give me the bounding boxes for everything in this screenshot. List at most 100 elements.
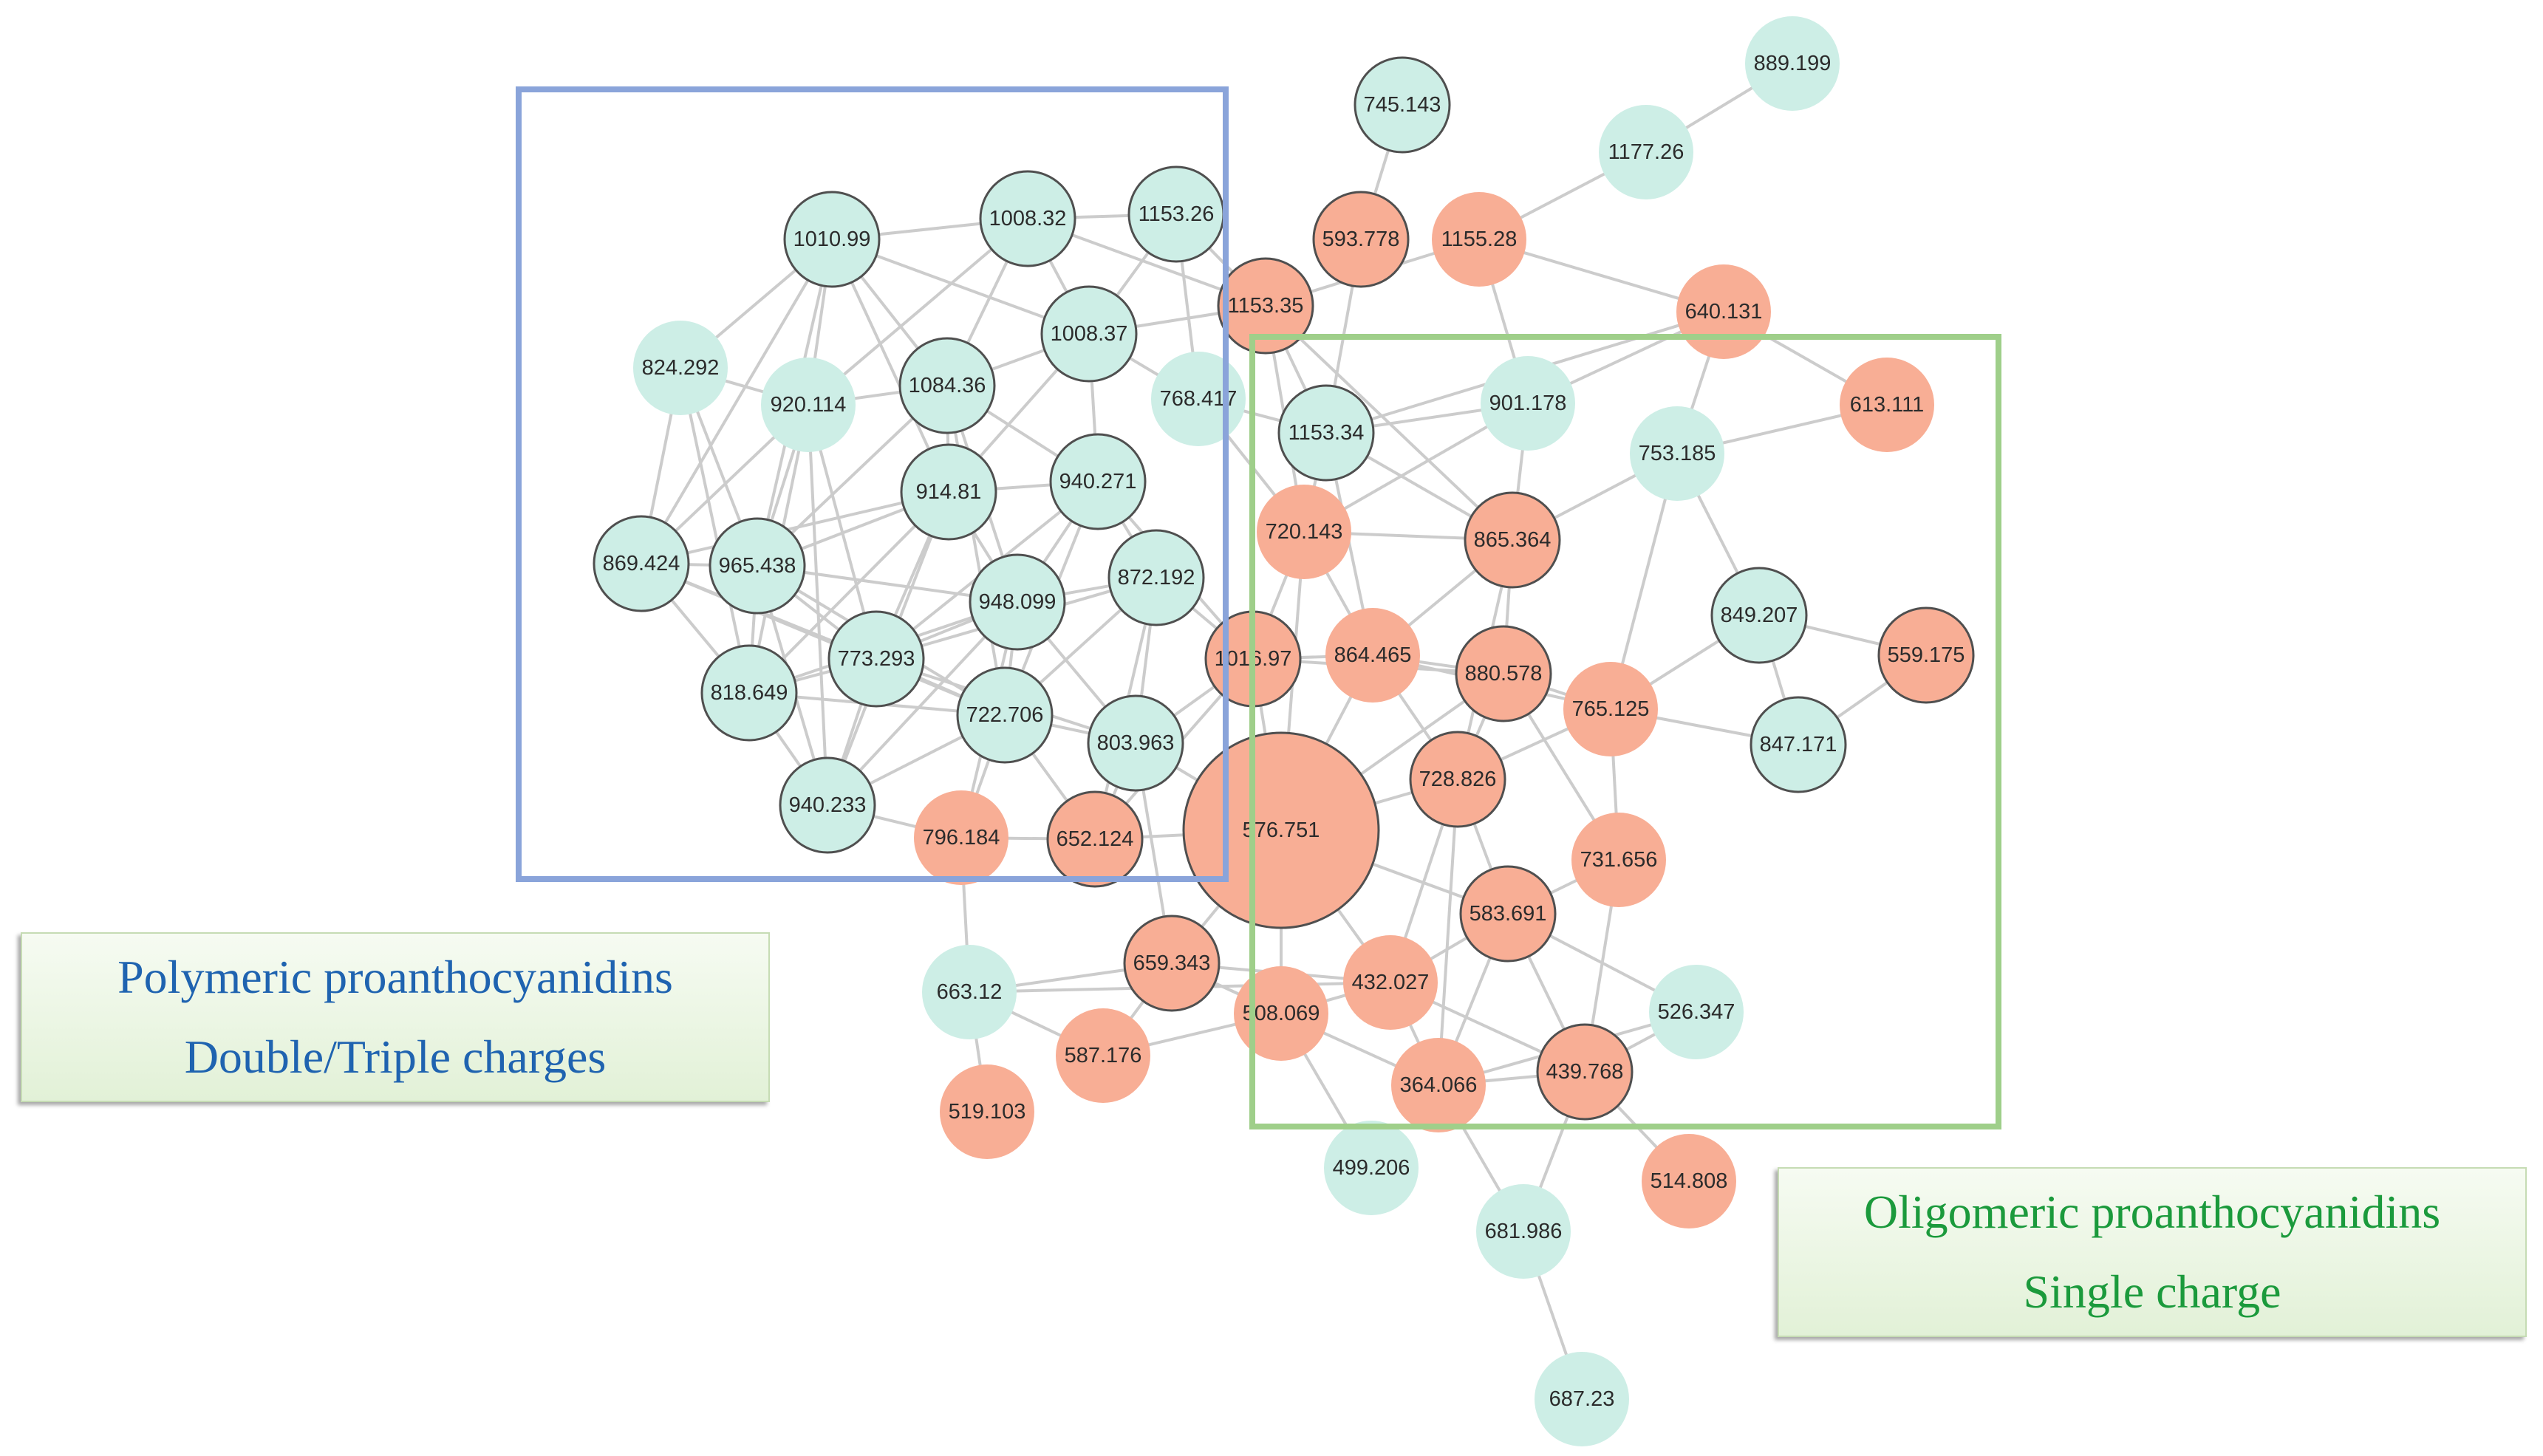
node-circle <box>1630 406 1724 501</box>
node-940-271: 940.271 <box>1049 433 1147 530</box>
node-753-185: 753.185 <box>1630 406 1724 501</box>
node-901-178: 901.178 <box>1481 356 1575 451</box>
node-559-175: 559.175 <box>1877 606 1975 704</box>
node-circle <box>1123 915 1221 1012</box>
nodes-layer: 889.199 745.143 1177.26 593.778 1155.28 1153.… <box>593 16 1975 1446</box>
node-label: 745.143 <box>1364 93 1441 117</box>
node-583-691: 583.691 <box>1459 865 1557 963</box>
node-803-963: 803.963 <box>1087 694 1184 792</box>
node-circle <box>1277 384 1375 482</box>
node-765-125: 765.125 <box>1563 662 1658 756</box>
node-364-066: 364.066 <box>1391 1038 1486 1132</box>
node-label: 880.578 <box>1465 662 1543 686</box>
node-label: 659.343 <box>1133 951 1211 975</box>
node-label: 948.099 <box>979 590 1057 614</box>
node-circle <box>783 191 881 288</box>
network-edge <box>946 385 1006 716</box>
node-label: 803.963 <box>1097 731 1175 755</box>
node-circle <box>1536 1023 1634 1121</box>
node-circle <box>956 666 1054 764</box>
node-label: 681.986 <box>1485 1220 1563 1243</box>
node-circle <box>1151 352 1246 446</box>
node-652-124: 652.124 <box>1046 790 1144 888</box>
node-label: 1010.99 <box>793 228 871 251</box>
network-edge <box>679 367 751 694</box>
node-label: 432.027 <box>1352 971 1430 994</box>
node-label: 753.185 <box>1639 442 1716 465</box>
node-880-578: 880.578 <box>1455 625 1552 722</box>
node-circle <box>900 443 997 541</box>
node-label: 849.207 <box>1721 604 1798 627</box>
node-869-424: 869.424 <box>593 515 690 612</box>
node-label: 872.192 <box>1118 566 1195 589</box>
node-circle <box>1535 1352 1629 1446</box>
node-824-292: 824.292 <box>633 321 728 415</box>
node-587-176: 587.176 <box>1056 1008 1150 1103</box>
node-label: 576.751 <box>1243 818 1320 842</box>
node-circle <box>1391 1038 1486 1132</box>
node-1084-36: 1084.36 <box>898 337 996 434</box>
node-label: 508.069 <box>1243 1002 1320 1025</box>
node-640-131: 640.131 <box>1676 264 1771 359</box>
node-label: 728.826 <box>1419 768 1497 791</box>
node-label: 773.293 <box>838 647 915 671</box>
node-circle <box>898 337 996 434</box>
node-circle <box>779 756 876 854</box>
node-439-768: 439.768 <box>1536 1023 1634 1121</box>
network-edge <box>1437 779 1459 1086</box>
node-663-12: 663.12 <box>922 945 1017 1039</box>
node-731-656: 731.656 <box>1571 813 1666 907</box>
node-circle <box>1840 358 1934 452</box>
node-1008-37: 1008.37 <box>1040 285 1138 383</box>
node-circle <box>1217 257 1314 355</box>
node-label: 847.171 <box>1760 733 1837 756</box>
node-circle <box>1409 731 1506 828</box>
node-519-103: 519.103 <box>940 1064 1034 1159</box>
node-label: 1008.32 <box>989 207 1067 230</box>
node-1177-26: 1177.26 <box>1599 105 1693 199</box>
node-circle <box>1354 56 1451 154</box>
node-circle <box>1750 696 1847 793</box>
node-label: 1008.37 <box>1051 322 1128 346</box>
node-659-343: 659.343 <box>1123 915 1221 1012</box>
node-circle <box>1710 567 1808 664</box>
node-1155-28: 1155.28 <box>1432 192 1526 287</box>
node-circle <box>1046 790 1144 888</box>
node-circle <box>1649 965 1744 1059</box>
node-label: 593.778 <box>1322 228 1400 251</box>
node-722-706: 722.706 <box>956 666 1054 764</box>
node-label: 1155.28 <box>1441 228 1518 251</box>
node-circle <box>1182 731 1380 929</box>
oligomeric-legend: Oligomeric proanthocyanidins Single char… <box>1778 1167 2527 1337</box>
node-circle <box>633 321 728 415</box>
node-1010-99: 1010.99 <box>783 191 881 288</box>
node-889-199: 889.199 <box>1745 16 1840 111</box>
node-circle <box>1642 1134 1736 1228</box>
node-499-206: 499.206 <box>1324 1121 1419 1215</box>
node-526-347: 526.347 <box>1649 965 1744 1059</box>
polymeric-legend-subtitle: Double/Triple charges <box>184 1031 607 1083</box>
node-872-192: 872.192 <box>1107 529 1205 626</box>
node-label: 965.438 <box>719 554 796 578</box>
node-label: 687.23 <box>1549 1387 1615 1411</box>
node-circle <box>1049 433 1147 530</box>
network-edge <box>640 238 833 565</box>
node-687-23: 687.23 <box>1535 1352 1629 1446</box>
node-circle <box>1464 491 1561 589</box>
node-circle <box>709 517 806 615</box>
node-label: 731.656 <box>1580 848 1658 872</box>
node-circle <box>969 553 1066 651</box>
node-label: 1153.34 <box>1288 421 1365 445</box>
node-label: 439.768 <box>1546 1060 1624 1084</box>
node-label: 865.364 <box>1474 528 1552 552</box>
node-label: 514.808 <box>1651 1169 1728 1193</box>
node-818-649: 818.649 <box>700 644 798 742</box>
node-circle <box>1107 529 1205 626</box>
node-label: 1153.26 <box>1139 202 1215 226</box>
node-940-233: 940.233 <box>779 756 876 854</box>
node-681-986: 681.986 <box>1476 1184 1571 1279</box>
node-label: 1153.35 <box>1228 294 1304 318</box>
node-circle <box>593 515 690 612</box>
node-label: 1084.36 <box>909 374 986 397</box>
